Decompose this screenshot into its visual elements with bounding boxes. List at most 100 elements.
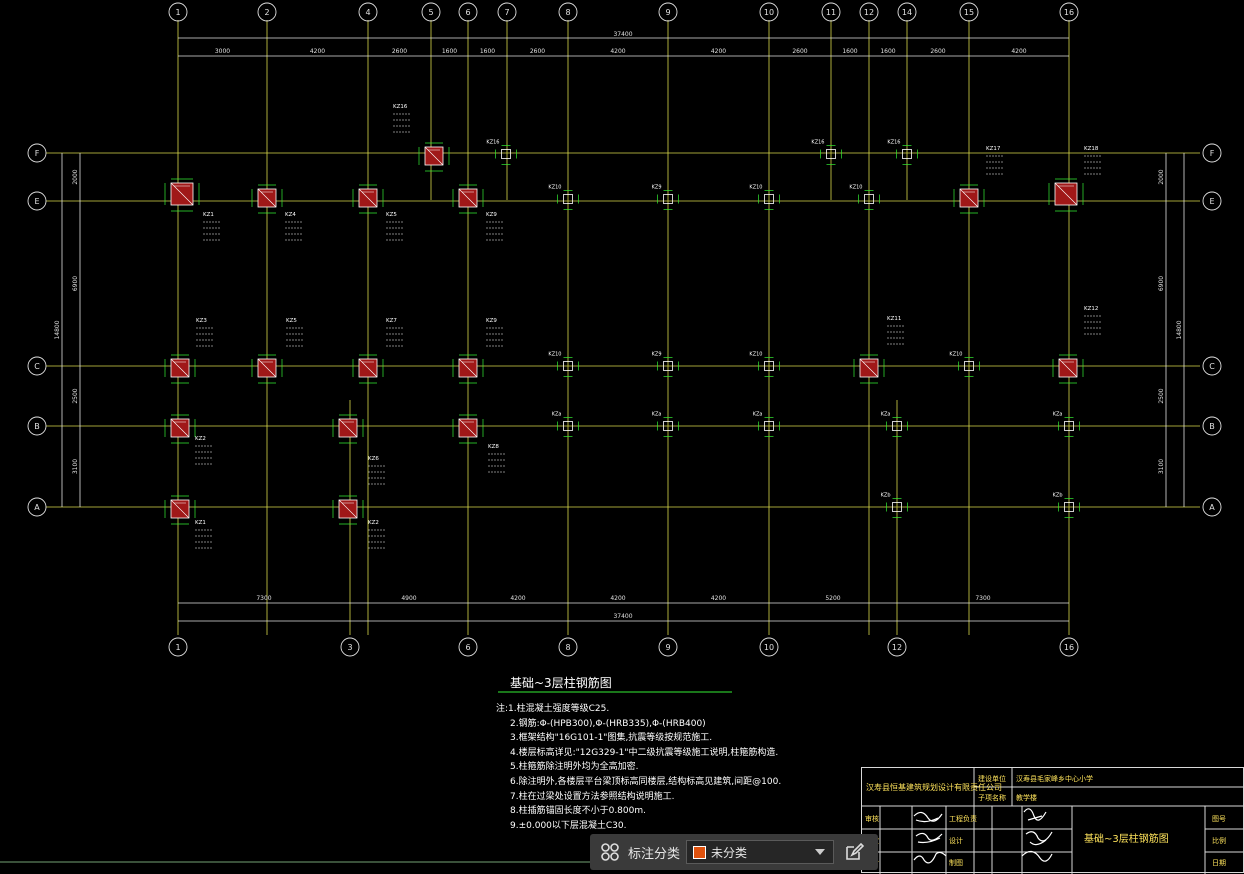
grid-icon[interactable] [598, 840, 622, 864]
dimension-text: 4200 [711, 595, 726, 602]
column-tag: KZ16 [887, 140, 900, 146]
column [352, 354, 384, 384]
column [332, 495, 364, 525]
axis-bubble [759, 637, 779, 657]
axis-label: 10 [764, 8, 774, 17]
column-tag: KZa [753, 412, 763, 418]
column-section [902, 149, 912, 159]
axis-label: 4 [365, 8, 370, 17]
row-label: 设计 [949, 837, 963, 845]
axis-label: 10 [764, 643, 774, 652]
date-label: 日期 [1212, 859, 1226, 867]
category-select[interactable]: 未分类 [686, 840, 835, 864]
column-diagonal [170, 182, 194, 206]
column [820, 145, 842, 165]
axis-bubble [27, 191, 47, 211]
dimension-text: 2000 [1158, 169, 1165, 184]
dimension-total: 14800 [1176, 320, 1183, 339]
axis-label: 6 [465, 8, 470, 17]
annotation-toolbar: 标注分类 未分类 [590, 834, 878, 870]
note-line: 3.框架结构"16G101-1"图集,抗震等级按规范施工. [510, 733, 713, 744]
axis-label: E [34, 197, 39, 206]
note-line: 2.钢筋:Φ-(HPB300),Φ-(HRB335),Φ-(HRB400) [510, 718, 706, 729]
column [164, 354, 196, 384]
axis-bubble [1202, 416, 1222, 436]
column-callout: KZ4 [285, 212, 296, 218]
column [452, 414, 484, 444]
title-block: 汉寿县恒基建筑规划设计有限责任公司 建设单位 汉寿县毛家峰乡中心小学 子项名称 … [861, 767, 1244, 874]
dimension-total: 37400 [613, 31, 632, 38]
column [332, 414, 364, 444]
dimension-text: 4900 [401, 595, 416, 602]
column-section [501, 149, 511, 159]
column [452, 184, 484, 214]
column-section [764, 421, 774, 431]
column-section [563, 194, 573, 204]
axis-bubble [458, 637, 478, 657]
dimension-text: 4200 [1011, 48, 1026, 55]
column-diagonal [1054, 182, 1078, 206]
column [657, 357, 679, 377]
column-tag: KZ10 [749, 352, 762, 358]
column [858, 190, 880, 210]
dimension-text: 1600 [442, 48, 457, 55]
axis-label: 6 [465, 643, 470, 652]
scale-label: 比例 [1212, 837, 1226, 845]
column [758, 357, 780, 377]
column-tag: KZa [881, 412, 891, 418]
column [1052, 354, 1084, 384]
column-tag: KZ16 [811, 140, 824, 146]
project-name: 汉寿县毛家峰乡中心小学 [1016, 775, 1093, 783]
axis-bubble [859, 2, 879, 22]
column [886, 417, 908, 437]
dimension-text: 2600 [530, 48, 545, 55]
dimension-text: 5200 [825, 595, 840, 602]
axis-label: F [1210, 149, 1215, 158]
column-callout: KZ5 [286, 318, 297, 324]
note-line: 5.柱箍筋除注明外均为全高加密. [510, 762, 639, 773]
axis-label: 12 [892, 643, 902, 652]
axis-bubble [421, 2, 441, 22]
axis-label: 11 [826, 8, 836, 17]
category-label: 标注分类 [628, 846, 681, 862]
axis-label: 12 [864, 8, 874, 17]
column-tag: KZb [1053, 493, 1063, 499]
axis-label: E [1209, 197, 1214, 206]
column [164, 414, 196, 444]
column-tag: KZ10 [548, 185, 561, 191]
axis-label: A [1209, 503, 1215, 512]
axis-label: C [1209, 362, 1215, 371]
dimension-text: 6900 [1158, 276, 1165, 291]
dimension-text: 1600 [880, 48, 895, 55]
drawing-name: 基础~3层柱钢筋图 [1084, 834, 1169, 845]
column-tag: KZa [1053, 412, 1063, 418]
column-tag: KZa [652, 412, 662, 418]
dimension-text: 6900 [72, 276, 79, 291]
subproject-name: 教学楼 [1016, 794, 1037, 802]
note-line: 4.楼层标高详见:"12G329-1"中二级抗震等级施工说明,柱箍筋构造. [510, 747, 779, 758]
column-callout: KZ7 [386, 318, 397, 324]
axis-bubble [887, 637, 907, 657]
column-callout: KZ2 [195, 436, 206, 442]
column-callout: KZ16 [393, 104, 408, 110]
column-callout: KZ5 [386, 212, 397, 218]
column [251, 184, 283, 214]
axis-bubble [1202, 497, 1222, 517]
axis-label: C [34, 362, 40, 371]
edit-icon[interactable] [842, 840, 866, 864]
signatures [913, 808, 1053, 864]
row-label: 制图 [949, 859, 963, 867]
axis-label: B [34, 422, 40, 431]
column-tag: KZb [881, 493, 891, 499]
column-tag: KZ10 [949, 352, 962, 358]
axis-label: 16 [1064, 8, 1074, 17]
axis-bubble [959, 2, 979, 22]
axis-bubble [658, 2, 678, 22]
dimension-text: 2600 [792, 48, 807, 55]
row-label: 工程负责 [949, 815, 977, 823]
dimension-text: 3100 [1158, 459, 1165, 474]
axis-label: F [35, 149, 40, 158]
axis-bubble [27, 143, 47, 163]
column-section [563, 361, 573, 371]
column-tag: KZ16 [486, 140, 499, 146]
